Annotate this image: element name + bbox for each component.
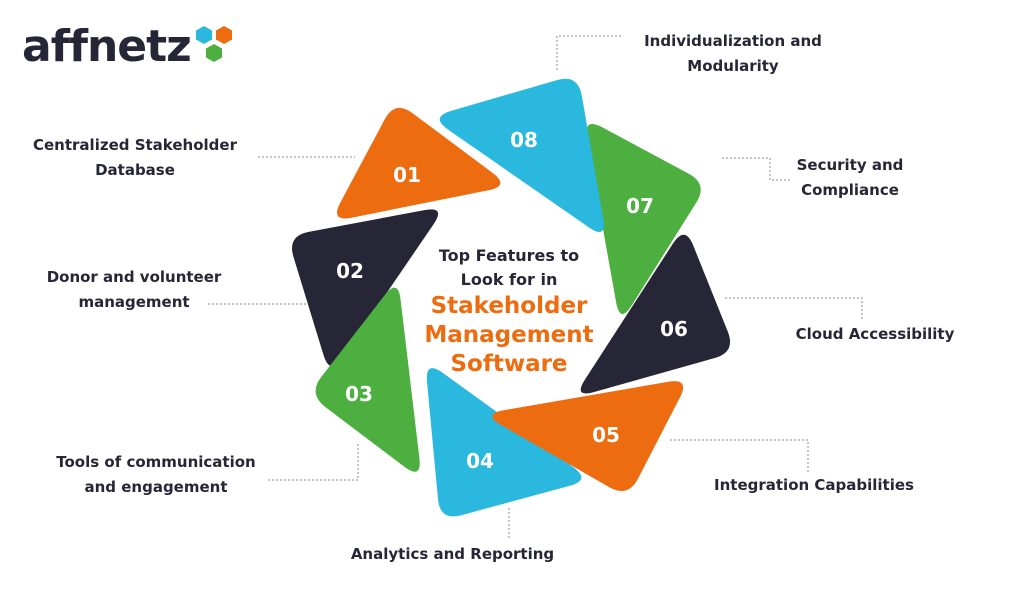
feature-number-03: 03	[345, 382, 373, 406]
feature-number-06: 06	[660, 317, 688, 341]
feature-label-06: Cloud Accessibility	[795, 325, 955, 343]
logo-hex-blue	[196, 26, 212, 44]
feature-number-01: 01	[393, 163, 421, 187]
logo-hex-orange	[216, 26, 232, 44]
leader-line-03	[268, 443, 359, 481]
brand-logo-icon	[196, 26, 232, 62]
feature-blade-05	[492, 381, 684, 491]
feature-number-05: 05	[592, 423, 620, 447]
feature-number-02: 02	[336, 259, 364, 283]
center-title-line1: Top Features to	[438, 246, 580, 265]
feature-blade-02	[291, 209, 439, 367]
leader-line-08	[556, 35, 622, 70]
leader-line-05	[670, 439, 809, 472]
leader-lines	[208, 35, 863, 540]
brand-logo-text: affnetz	[22, 21, 192, 72]
center-title: Top Features to Look for in Stakeholder …	[400, 244, 618, 379]
center-title-line2: Look for in	[460, 270, 558, 289]
feature-blade-06	[580, 234, 731, 394]
feature-number-08: 08	[510, 128, 538, 152]
feature-label-05: Integration Capabilities	[714, 476, 914, 494]
center-title-line3: Stakeholder	[430, 293, 588, 319]
feature-number-04: 04	[466, 449, 494, 473]
feature-blade-07	[586, 124, 701, 314]
feature-blade-03	[315, 287, 420, 472]
feature-blade-08	[439, 78, 604, 233]
feature-number-07: 07	[626, 194, 654, 218]
feature-blade-04	[426, 368, 582, 517]
leader-line-06	[725, 297, 863, 320]
feature-numbers: 01 02 03 04 05 06 07 08	[336, 128, 688, 473]
center-title-line5: Software	[450, 351, 568, 377]
feature-label-04: Analytics and Reporting	[350, 545, 555, 563]
feature-blade-01	[336, 107, 501, 219]
leader-line-07	[722, 157, 790, 181]
feature-blades	[291, 78, 731, 517]
logo-hex-green	[206, 44, 222, 62]
center-title-line4: Management	[424, 322, 594, 348]
